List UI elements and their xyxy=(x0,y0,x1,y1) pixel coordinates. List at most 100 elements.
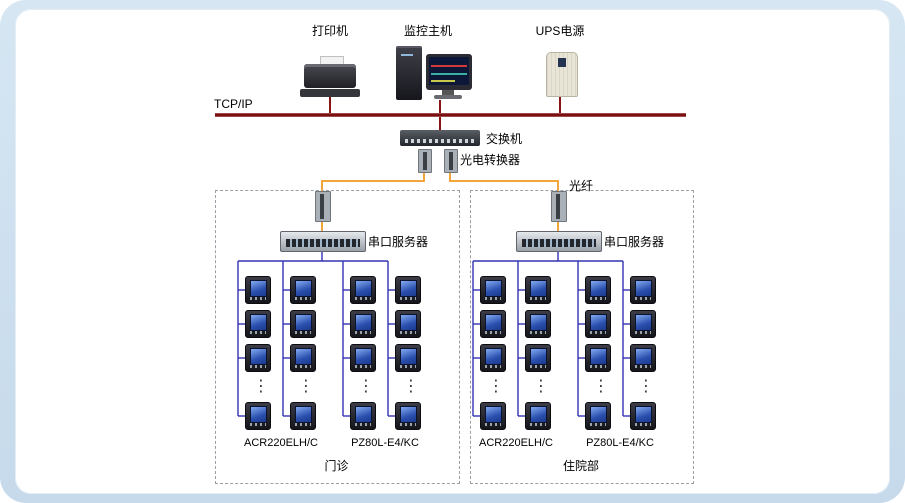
meter-screen xyxy=(485,348,502,365)
power-meter xyxy=(290,276,316,304)
meter-buttons xyxy=(485,331,501,334)
screen-trace-yellow xyxy=(431,80,455,82)
meter-screen xyxy=(590,280,607,297)
power-meter xyxy=(630,310,656,338)
meter-buttons xyxy=(400,423,416,426)
ups-device xyxy=(546,52,578,97)
power-meter xyxy=(525,276,551,304)
meter-screen xyxy=(635,314,652,331)
serial-server-label: 串口服务器 xyxy=(368,235,429,249)
meter-buttons xyxy=(530,423,546,426)
media-converter-device xyxy=(551,191,567,222)
power-meter xyxy=(480,276,506,304)
meter-buttons xyxy=(295,365,311,368)
power-meter xyxy=(290,310,316,338)
power-meter xyxy=(480,402,506,430)
meter-screen xyxy=(400,348,417,365)
meter-buttons xyxy=(635,297,651,300)
printer-base xyxy=(300,89,360,97)
ellipsis-dots: ⋮ xyxy=(488,376,504,395)
meter-buttons xyxy=(355,331,371,334)
meter-screen xyxy=(530,314,547,331)
tcpip-label: TCP/IP xyxy=(214,97,253,111)
meter-buttons xyxy=(295,423,311,426)
printer-body xyxy=(304,64,356,88)
media-converter-device xyxy=(418,149,432,173)
meter-screen xyxy=(590,314,607,331)
ellipsis-dots: ⋮ xyxy=(358,376,374,395)
monitor-stand-base xyxy=(434,95,462,99)
meter-screen xyxy=(250,406,267,423)
power-meter xyxy=(245,310,271,338)
meter-buttons xyxy=(400,365,416,368)
power-meter xyxy=(585,344,611,372)
power-meter xyxy=(395,344,421,372)
power-meter xyxy=(630,344,656,372)
meter-buttons xyxy=(355,423,371,426)
media-converter-device xyxy=(444,149,458,173)
monitor-host-label: 监控主机 xyxy=(403,24,452,38)
meter-screen xyxy=(355,406,372,423)
power-meter xyxy=(245,276,271,304)
power-meter xyxy=(480,310,506,338)
meter-screen xyxy=(635,406,652,423)
meter-screen xyxy=(250,280,267,297)
screen-trace-red xyxy=(431,65,467,67)
power-meter xyxy=(350,344,376,372)
meter-screen xyxy=(355,314,372,331)
meter-buttons xyxy=(590,423,606,426)
power-meter xyxy=(395,402,421,430)
meter-buttons xyxy=(635,365,651,368)
power-meter xyxy=(245,344,271,372)
meter-screen xyxy=(250,314,267,331)
power-meter xyxy=(585,310,611,338)
zone-inpatient xyxy=(470,190,694,484)
meter-buttons xyxy=(530,365,546,368)
meter-screen xyxy=(590,348,607,365)
serial-server-ports xyxy=(284,237,362,249)
printer-device xyxy=(300,56,360,98)
power-meter xyxy=(290,402,316,430)
meter-buttons xyxy=(250,297,266,300)
meter-screen xyxy=(635,348,652,365)
ellipsis-dots: ⋮ xyxy=(298,376,314,395)
ups-label: UPS电源 xyxy=(535,24,585,38)
serial-server-ports xyxy=(520,237,598,249)
meter-type-label: PZ80L-E4/KC xyxy=(586,437,654,449)
ellipsis-dots: ⋮ xyxy=(638,376,654,395)
ellipsis-dots: ⋮ xyxy=(533,376,549,395)
meter-screen xyxy=(355,348,372,365)
power-meter xyxy=(290,344,316,372)
media-converter-label: 光电转换器 xyxy=(460,153,521,167)
meter-screen xyxy=(400,280,417,297)
power-meter xyxy=(525,344,551,372)
meter-buttons xyxy=(355,297,371,300)
power-meter xyxy=(350,402,376,430)
screen-trace-teal xyxy=(431,73,467,75)
ellipsis-dots: ⋮ xyxy=(253,376,269,395)
power-meter xyxy=(395,310,421,338)
power-meter xyxy=(585,276,611,304)
pc-monitor xyxy=(426,54,472,90)
power-meter xyxy=(585,402,611,430)
meter-screen xyxy=(250,348,267,365)
meter-buttons xyxy=(635,331,651,334)
printer-label: 打印机 xyxy=(311,24,348,38)
meter-buttons xyxy=(355,365,371,368)
zone-footer-inpatient: 住院部 xyxy=(562,459,599,473)
meter-buttons xyxy=(635,423,651,426)
fiber-label: 光纤 xyxy=(569,179,594,193)
meter-screen xyxy=(295,314,312,331)
power-meter xyxy=(245,402,271,430)
meter-screen xyxy=(590,406,607,423)
meter-buttons xyxy=(590,297,606,300)
switch-label: 交换机 xyxy=(486,132,523,146)
monitor-host-device xyxy=(396,44,476,102)
meter-buttons xyxy=(530,331,546,334)
ups-display xyxy=(558,58,566,67)
meter-screen xyxy=(355,280,372,297)
power-meter xyxy=(395,276,421,304)
meter-buttons xyxy=(295,331,311,334)
power-meter xyxy=(480,344,506,372)
